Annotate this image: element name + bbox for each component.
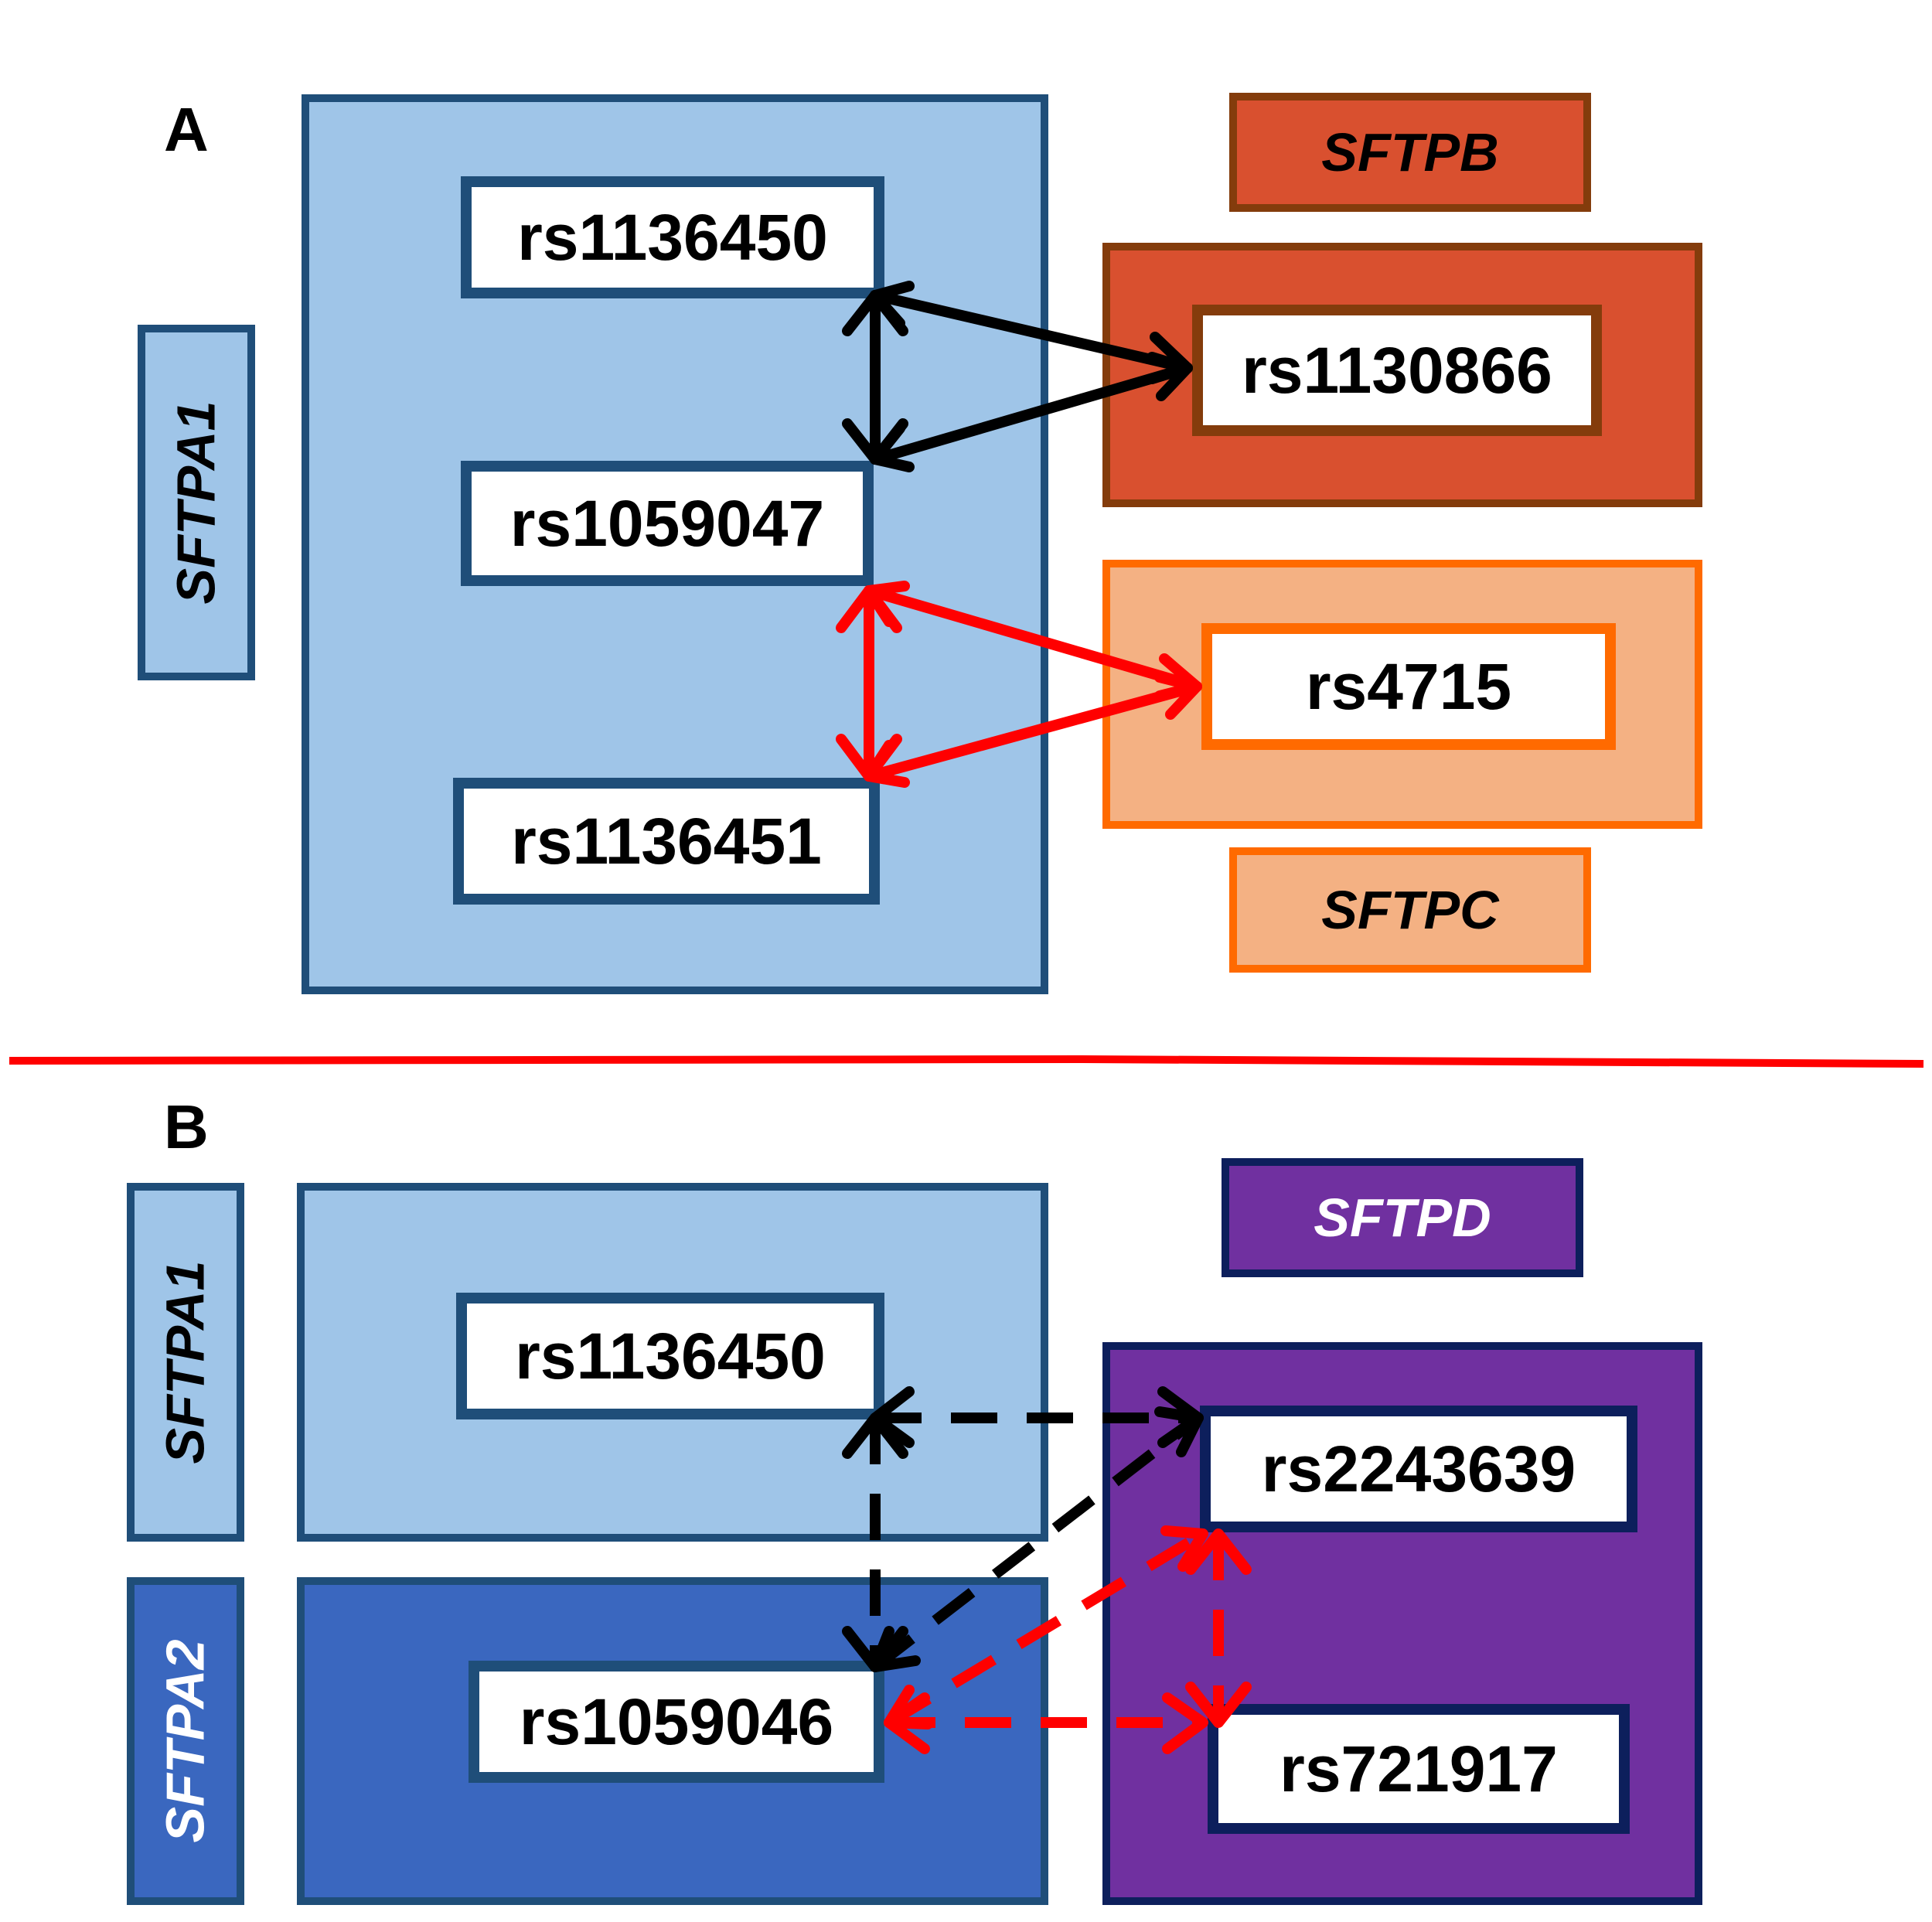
arrowhead bbox=[1162, 1692, 1208, 1754]
arrowhead bbox=[884, 1685, 933, 1729]
arrowhead bbox=[1154, 1406, 1204, 1457]
arrowhead bbox=[864, 581, 910, 627]
arrowhead bbox=[1185, 1528, 1252, 1575]
arrowhead bbox=[870, 423, 915, 472]
gene-tag-label: SFTPC bbox=[1321, 880, 1499, 940]
gene-tag-sftpa1-b: SFTPA1 bbox=[127, 1183, 244, 1542]
panel-divider-line bbox=[9, 1055, 1924, 1068]
arrowhead bbox=[1154, 672, 1202, 720]
arrow-rs1136451-rs4715 bbox=[864, 681, 1202, 782]
arrow-rs1059046-rs2243639 bbox=[886, 1529, 1206, 1727]
gene-tag-sftpb: SFTPB bbox=[1229, 93, 1591, 212]
snp-label: rs1130866 bbox=[1242, 333, 1552, 407]
black-arrows-panel-a bbox=[842, 281, 1193, 472]
black-arrowheads-panel-b bbox=[842, 1386, 1204, 1672]
red-arrowheads-panel-b bbox=[884, 1525, 1252, 1754]
snp-box-rs4715: rs4715 bbox=[1201, 623, 1616, 750]
red-arrows-panel-a bbox=[836, 581, 1202, 788]
gene-tag-label: SFTPB bbox=[1321, 122, 1499, 182]
gene-tag-sftpa1-a: SFTPA1 bbox=[138, 325, 255, 680]
snp-box-rs1059047: rs1059047 bbox=[461, 461, 874, 586]
black-dashed-arrows-panel-b bbox=[870, 1413, 1202, 1672]
red-dashed-arrows-panel-b bbox=[886, 1529, 1224, 1728]
arrow-rs1059047-rs4715 bbox=[864, 585, 1202, 692]
snp-label: rs1059047 bbox=[509, 486, 825, 560]
arrowhead bbox=[870, 281, 915, 329]
snp-label: rs721917 bbox=[1279, 1732, 1558, 1805]
snp-label: rs1136450 bbox=[515, 1319, 826, 1392]
arrowhead bbox=[1185, 1682, 1252, 1728]
arrowhead bbox=[1160, 1525, 1208, 1572]
snp-box-rs1136451: rs1136451 bbox=[453, 778, 880, 905]
gene-tag-label: SFTPD bbox=[1314, 1188, 1491, 1248]
snp-label: rs1059046 bbox=[519, 1685, 834, 1758]
snp-box-rs2243639: rs2243639 bbox=[1200, 1406, 1637, 1532]
snp-label: rs2243639 bbox=[1261, 1432, 1576, 1505]
snp-label: rs4715 bbox=[1305, 649, 1512, 723]
snp-box-rs1130866: rs1130866 bbox=[1192, 305, 1602, 436]
snp-label: rs1136450 bbox=[517, 200, 828, 274]
gene-tag-sftpc: SFTPC bbox=[1229, 847, 1591, 973]
arrowhead bbox=[870, 1626, 921, 1672]
arrow-rs1059046-rs2243639 bbox=[871, 1413, 1202, 1672]
gene-tag-sftpa2: SFTPA2 bbox=[127, 1577, 244, 1905]
snp-box-rs721917: rs721917 bbox=[1208, 1704, 1630, 1834]
panel-b-label: B bbox=[164, 1092, 209, 1161]
snp-box-rs1059046: rs1059046 bbox=[469, 1661, 884, 1783]
arrowhead bbox=[870, 1386, 915, 1448]
panel-a-label: A bbox=[164, 95, 209, 164]
arrow-rs1136450-rs1130866 bbox=[870, 290, 1193, 373]
gene-tag-sftpd: SFTPD bbox=[1222, 1158, 1583, 1277]
arrowhead bbox=[1147, 352, 1193, 401]
snp-label: rs1136451 bbox=[511, 804, 822, 878]
arrowhead bbox=[864, 740, 910, 788]
snp-box-rs1136450-a: rs1136450 bbox=[461, 176, 884, 298]
snp-box-rs1136450-b: rs1136450 bbox=[456, 1293, 884, 1419]
arrow-rs1059047-rs1130866 bbox=[870, 363, 1193, 465]
